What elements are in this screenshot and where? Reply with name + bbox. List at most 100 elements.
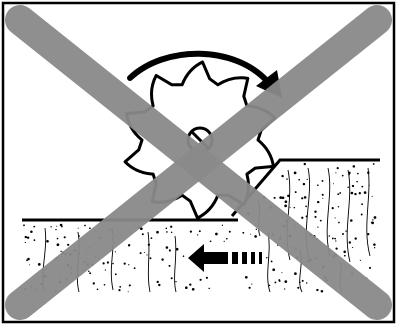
speckle xyxy=(359,259,361,261)
speckle xyxy=(165,246,169,249)
speckle xyxy=(352,165,356,168)
speckle xyxy=(333,183,334,185)
speckle xyxy=(298,281,301,284)
speckle xyxy=(56,237,59,240)
speckle xyxy=(104,269,107,271)
speckle xyxy=(102,262,105,265)
speckle xyxy=(339,192,342,194)
speckle xyxy=(298,178,301,181)
speckle xyxy=(358,192,361,195)
speckle xyxy=(368,184,370,186)
speckle xyxy=(348,241,352,244)
speckle xyxy=(373,247,376,249)
speckle xyxy=(205,276,208,279)
speckle xyxy=(305,282,308,284)
speckle xyxy=(146,254,148,256)
speckle xyxy=(118,289,121,292)
speckle xyxy=(287,194,290,198)
speckle xyxy=(26,259,28,262)
speckle xyxy=(170,231,173,234)
speckle xyxy=(294,191,297,194)
speckle xyxy=(293,171,297,175)
speckle xyxy=(343,250,346,254)
speckle xyxy=(139,252,142,255)
speckle xyxy=(361,203,363,206)
speckle xyxy=(284,280,288,283)
speckle xyxy=(268,284,271,287)
speckle xyxy=(28,264,30,266)
speckle xyxy=(373,216,377,219)
speckle xyxy=(302,182,306,186)
speckle xyxy=(27,257,30,261)
speckle xyxy=(354,237,357,240)
speckle xyxy=(140,227,143,231)
speckle xyxy=(197,234,199,236)
speckle xyxy=(141,233,144,236)
speckle xyxy=(294,272,297,275)
speckle xyxy=(279,196,283,199)
speckle xyxy=(348,173,350,176)
speckle xyxy=(293,206,296,209)
speckle xyxy=(128,284,131,287)
speckle xyxy=(78,235,81,237)
speckle xyxy=(106,261,109,264)
speckle xyxy=(335,240,337,242)
speckle xyxy=(321,179,324,182)
speckle xyxy=(334,217,336,219)
speckle xyxy=(335,247,338,250)
speckle xyxy=(175,247,179,251)
speckle xyxy=(30,230,33,234)
speckle xyxy=(165,227,168,230)
speckle xyxy=(50,226,52,228)
speckle xyxy=(24,235,27,239)
speckle xyxy=(371,221,374,225)
speckle xyxy=(123,262,126,265)
speckle xyxy=(373,243,376,246)
speckle xyxy=(306,178,308,181)
speckle xyxy=(336,167,339,170)
speckle xyxy=(60,250,62,252)
speckle xyxy=(88,270,90,272)
speckle xyxy=(248,286,251,289)
speckle xyxy=(348,171,351,175)
speckle xyxy=(352,247,354,249)
speckle xyxy=(228,230,231,233)
speckle xyxy=(274,281,277,284)
speckle xyxy=(191,287,195,291)
speckle xyxy=(250,233,252,235)
speckle xyxy=(354,192,357,196)
speckle xyxy=(156,230,159,234)
speckle xyxy=(367,171,370,175)
prohibition-cross-icon xyxy=(5,5,392,320)
speckle xyxy=(23,224,25,227)
speckle xyxy=(303,196,307,199)
speckle xyxy=(150,237,153,240)
speckle xyxy=(143,251,145,254)
speckle xyxy=(189,230,193,233)
speckle xyxy=(168,249,171,252)
speckle xyxy=(281,272,283,274)
speckle xyxy=(147,243,151,246)
speckle xyxy=(301,197,304,200)
speckle xyxy=(284,204,287,208)
speckle xyxy=(314,210,317,213)
speckle xyxy=(372,219,374,221)
speckle xyxy=(175,281,177,283)
speckle xyxy=(372,163,375,165)
speckle xyxy=(273,196,276,199)
speckle xyxy=(199,278,202,281)
speckle xyxy=(161,258,164,261)
speckle xyxy=(368,266,372,269)
speckle xyxy=(254,235,257,238)
speckle xyxy=(305,205,307,208)
speckle xyxy=(209,240,212,243)
speckle xyxy=(92,282,95,285)
speckle xyxy=(337,206,340,208)
speckle xyxy=(215,232,218,236)
speckle xyxy=(63,236,66,239)
speckle xyxy=(56,225,58,227)
speckle xyxy=(96,288,99,291)
speckle xyxy=(114,273,117,276)
speckle xyxy=(278,279,281,282)
